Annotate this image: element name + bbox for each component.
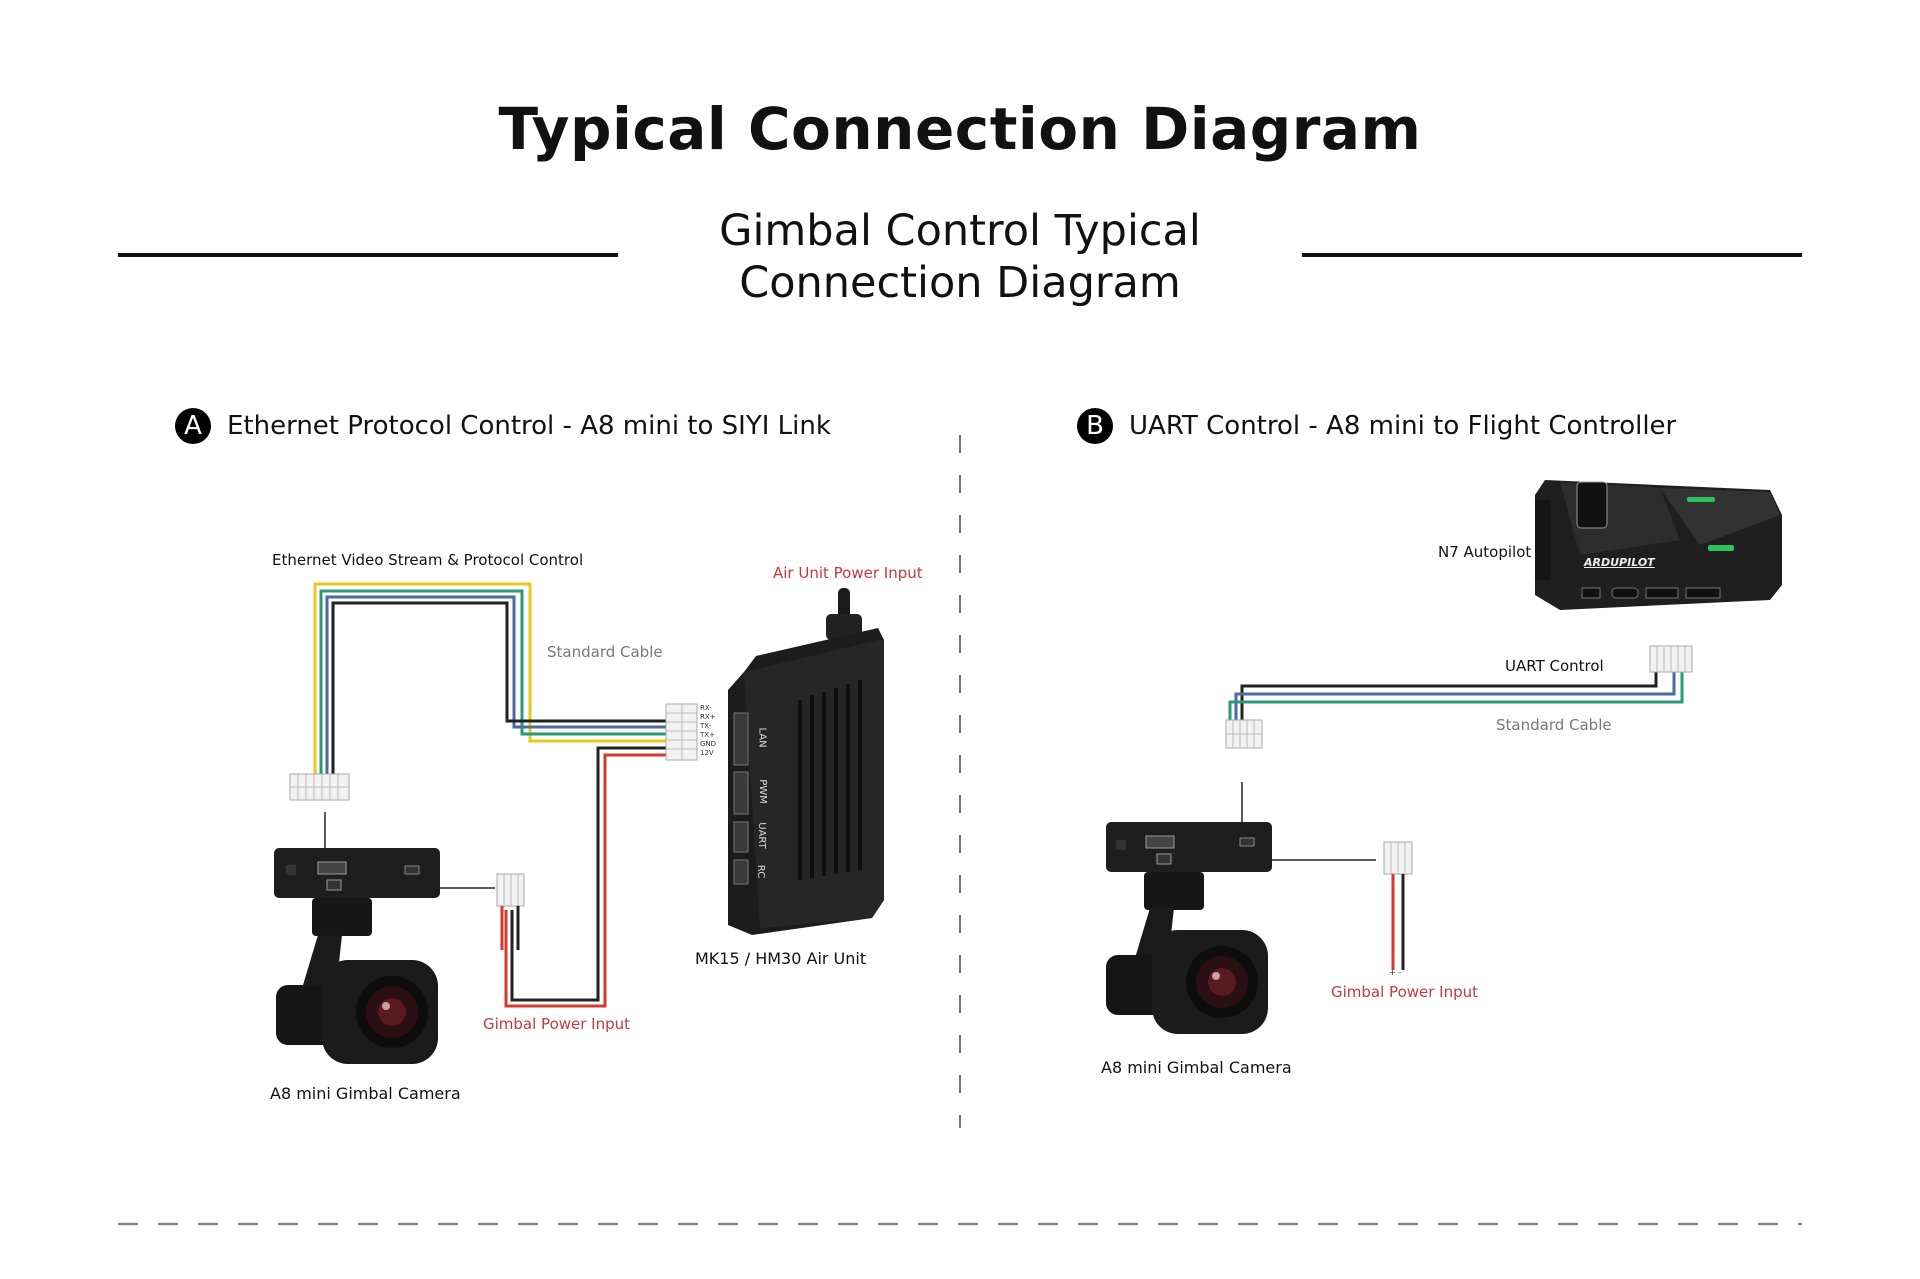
camera-name-a: A8 mini Gimbal Camera [270,1084,461,1103]
uart-control-label: UART Control [1505,657,1604,675]
pin-label: GND [700,740,717,748]
air-unit-device [728,588,884,935]
gimbal-camera-a [274,848,440,1064]
badge-a-icon: A [175,408,211,444]
badge-b-icon: B [1077,408,1113,444]
air-unit-power-label: Air Unit Power Input [773,564,923,582]
autopilot-brand: ARDUPILOT [1584,556,1655,569]
standard-cable-label-b: Standard Cable [1496,716,1612,734]
wire-black [331,601,667,774]
power-connector-b [1383,841,1413,970]
gimbal-uart-connector [1225,719,1263,749]
pin-label: 12V [700,749,714,757]
ethernet-cable [313,582,667,774]
wire-gnd [510,746,667,1002]
port-lan-label: LAN [756,727,768,748]
power-cable-a [504,746,667,1008]
title-rule-right [1302,253,1802,257]
autopilot-name: N7 Autopilot [1438,543,1532,561]
air-unit-connector [665,703,698,761]
wire-uart-green [1228,672,1684,720]
gimbal-camera-b [1106,822,1272,1034]
subtitle-line-2: Connection Diagram [739,258,1181,308]
section-subtitle: Gimbal Control Typical Connection Diagra… [0,205,1920,309]
pin-label: TX+ [700,731,715,739]
port-rc-label: RC [755,864,767,879]
wire-yellow [313,582,667,774]
section-a-header: A Ethernet Protocol Control - A8 mini to… [175,408,831,444]
power-polarity: + - [1389,968,1402,977]
uart-cable [1228,672,1684,720]
wire-blue [325,595,667,774]
section-b-title: UART Control - A8 mini to Flight Control… [1129,411,1677,441]
port-pwm-label: PWM [756,779,768,804]
title-rule-left [118,253,618,257]
page-title: Typical Connection Diagram [498,95,1422,163]
gimbal-power-label-a: Gimbal Power Input [483,1015,631,1033]
pin-label: TX- [700,722,712,730]
wire-uart-black [1240,672,1658,720]
gimbal-power-label-b: Gimbal Power Input [1331,983,1479,1001]
air-unit-name: MK15 / HM30 Air Unit [695,949,867,968]
pin-label: RX- [700,704,712,712]
air-unit-pin-labels: RX- RX+ TX- TX+ GND 12V [700,704,716,758]
section-a-title: Ethernet Protocol Control - A8 mini to S… [227,411,831,441]
port-uart-label: UART [755,822,767,849]
gimbal-eth-connector [289,773,350,801]
camera-name-b: A8 mini Gimbal Camera [1101,1058,1292,1077]
fc-uart-connector [1649,645,1693,673]
autopilot-device [1535,480,1782,610]
ethernet-cable-label: Ethernet Video Stream & Protocol Control [272,551,584,569]
section-b-header: B UART Control - A8 mini to Flight Contr… [1077,408,1676,444]
power-connector-a [496,873,525,950]
subtitle-line-1: Gimbal Control Typical [719,206,1201,256]
standard-cable-label-a: Standard Cable [547,643,663,661]
wire-uart-blue [1234,672,1676,720]
wire-12v [504,753,667,1008]
wire-green [319,589,667,774]
pin-label: RX+ [700,713,716,721]
